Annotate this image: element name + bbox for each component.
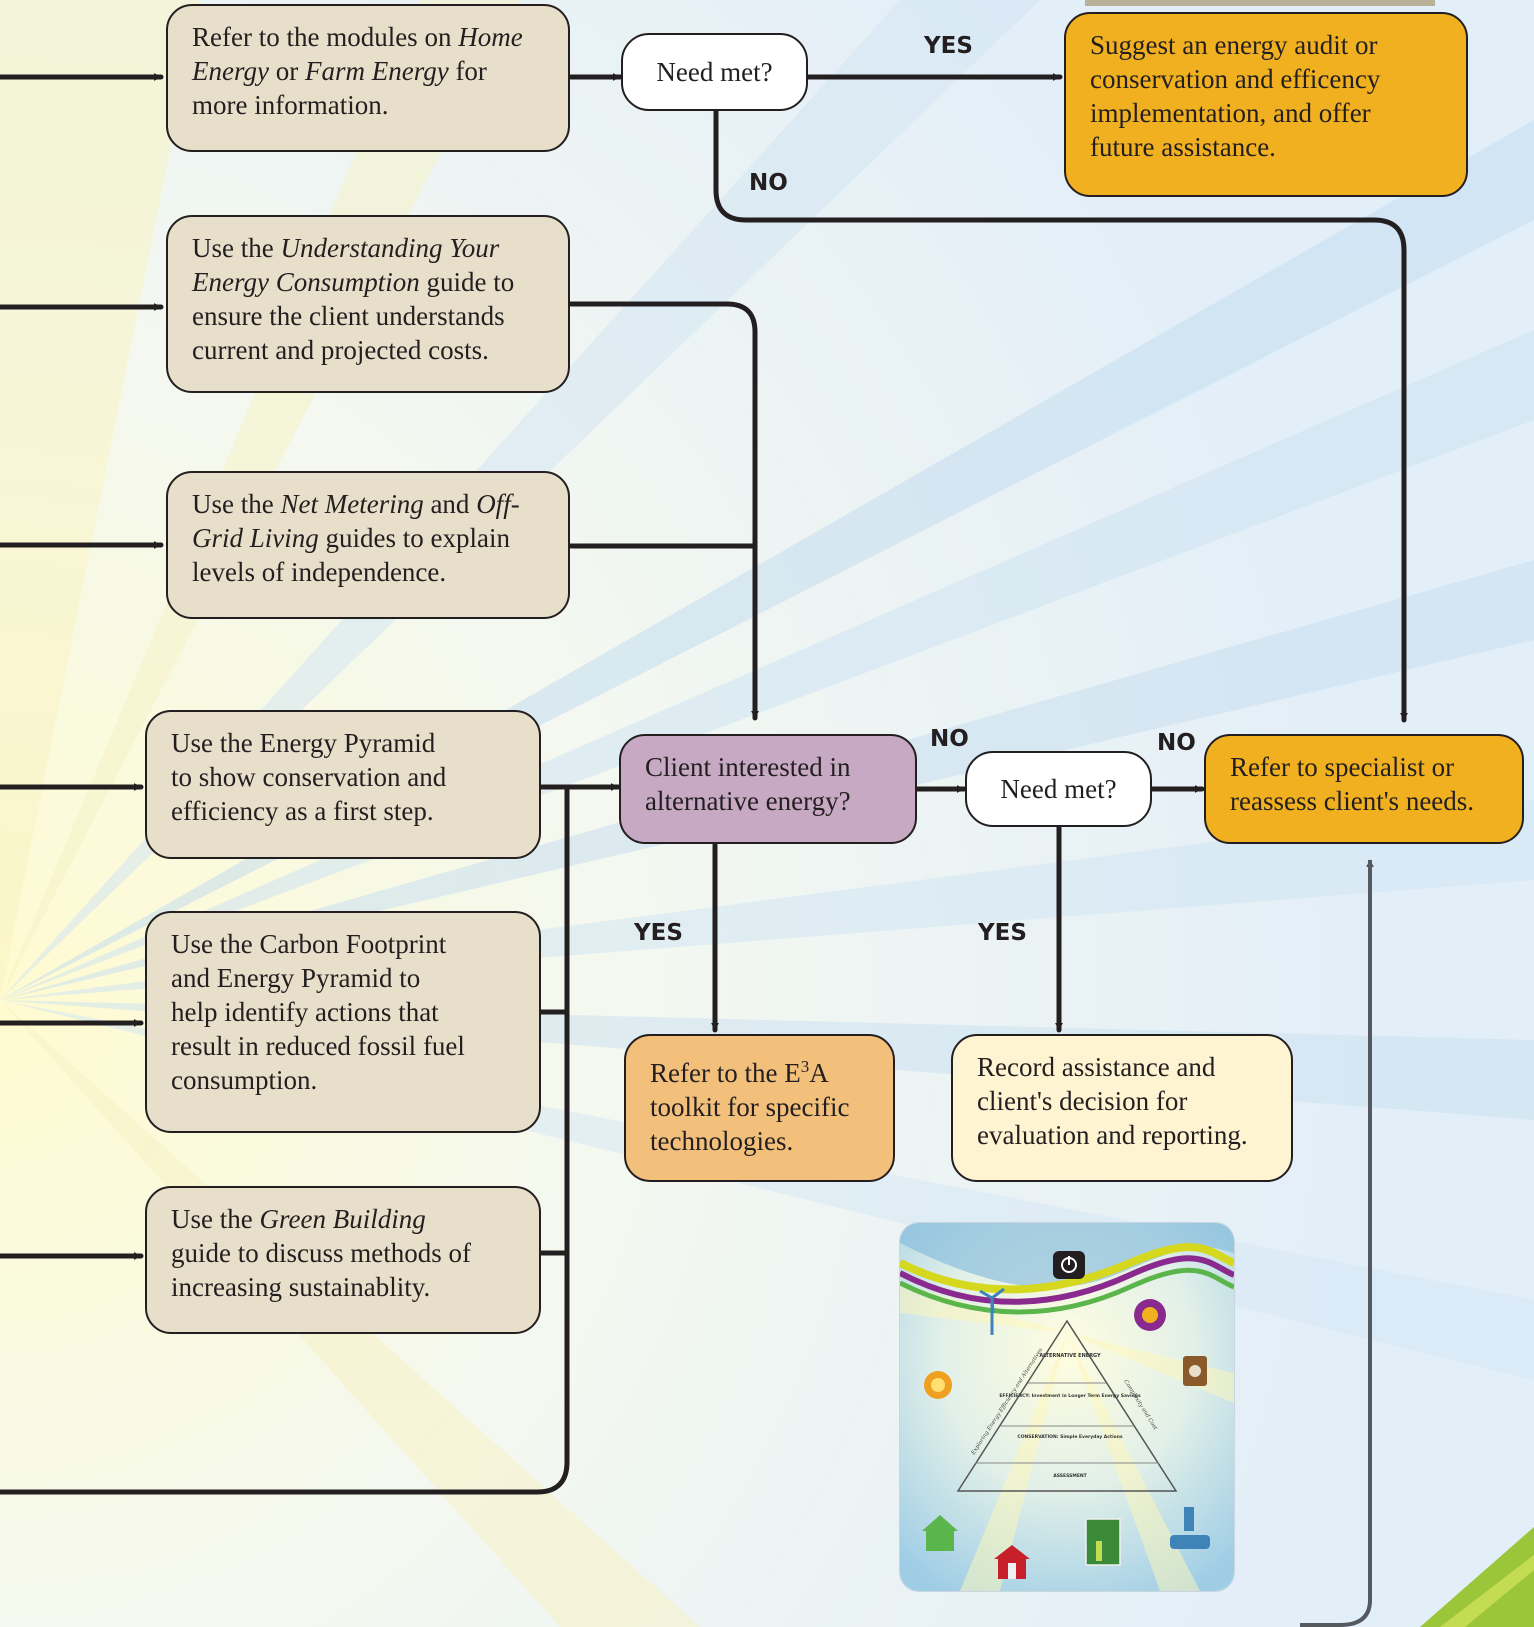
client-interested-decision: Client interested in alternative energy? xyxy=(619,734,917,844)
water-icon xyxy=(1170,1507,1210,1549)
text: for xyxy=(448,56,487,86)
apex-label: ALTERNATIVE ENERGY xyxy=(1039,1353,1101,1359)
carbon-footprint-box: Use the Carbon Footprint and Energy Pyra… xyxy=(145,911,541,1133)
energy-pyramid-box: Use the Energy Pyramid to show conservat… xyxy=(145,710,541,859)
refer-specialist-box: Refer to specialist or reassess client's… xyxy=(1204,734,1524,844)
need-met-top-decision: Need met? xyxy=(621,33,808,111)
text: consumption. xyxy=(171,1065,318,1095)
text: conservation and efficency xyxy=(1090,64,1381,94)
fuel-can-icon xyxy=(1183,1356,1207,1386)
text: Use the Carbon Footprint xyxy=(171,929,447,959)
no-label-needmet: NO xyxy=(1157,730,1196,756)
text: implementation, and offer xyxy=(1090,98,1371,128)
text-italic: Off- xyxy=(476,489,520,519)
text: efficiency as a first step. xyxy=(171,796,434,826)
text: A xyxy=(809,1058,829,1088)
text: Record assistance and xyxy=(977,1052,1216,1082)
energy-pyramid-thumbnail: ALTERNATIVE ENERGY EFFICIENCY: Investmen… xyxy=(899,1222,1235,1592)
assessment-label: ASSESSMENT xyxy=(1053,1473,1087,1479)
house-icon xyxy=(922,1515,958,1551)
net-metering-box: Use the Net Metering and Off- Grid Livin… xyxy=(166,471,570,619)
text: evaluation and reporting. xyxy=(977,1120,1248,1150)
energy-pyramid-thumbnail-graphic: ALTERNATIVE ENERGY EFFICIENCY: Investmen… xyxy=(900,1223,1234,1591)
yes-label-top: YES xyxy=(924,33,973,59)
text: result in reduced fossil fuel xyxy=(171,1031,465,1061)
toolkit-box: Refer to the E3A toolkit for specific te… xyxy=(624,1034,895,1182)
barn-icon xyxy=(994,1545,1030,1579)
text-italic: Green Building xyxy=(259,1204,426,1234)
text: guide to xyxy=(419,267,515,297)
superscript: 3 xyxy=(800,1057,810,1076)
text: ensure the client understands xyxy=(192,301,505,331)
record-assistance-box: Record assistance and client's decision … xyxy=(951,1034,1293,1182)
text: help identify actions that xyxy=(171,997,439,1027)
wind-turbine-icon xyxy=(979,1287,1005,1335)
consumption-guide-box: Use the Understanding Your Energy Consum… xyxy=(166,215,570,393)
text: client's decision for xyxy=(977,1086,1188,1116)
need-met-mid-decision: Need met? xyxy=(965,751,1152,827)
efficiency-label: EFFICIENCY: Investment in Longer Term En… xyxy=(999,1393,1141,1399)
text-italic: Farm Energy xyxy=(304,56,449,86)
text: Refer to the modules on xyxy=(192,22,459,52)
power-icon xyxy=(1053,1251,1085,1279)
text: technologies. xyxy=(650,1126,794,1156)
text: Use the xyxy=(171,1204,260,1234)
text: Use the Energy Pyramid xyxy=(171,728,436,758)
text: Client interested in xyxy=(645,752,851,782)
green-building-box: Use the Green Building guide to discuss … xyxy=(145,1186,541,1334)
text: Use the xyxy=(192,489,281,519)
text: Refer to the E xyxy=(650,1058,801,1088)
text: future assistance. xyxy=(1090,132,1276,162)
conservation-label: CONSERVATION: Simple Everyday Actions xyxy=(1017,1434,1123,1440)
sun-icon xyxy=(1134,1299,1166,1331)
text: increasing sustainablity. xyxy=(171,1272,431,1302)
text-italic: Energy xyxy=(192,56,269,86)
text-italic: Grid Living xyxy=(192,523,319,553)
text: guides to explain xyxy=(318,523,510,553)
text: guide to discuss methods of xyxy=(171,1238,471,1268)
yes-label-client: YES xyxy=(634,920,683,946)
text: current and projected costs. xyxy=(192,335,489,365)
text: or xyxy=(268,56,305,86)
text: toolkit for specific xyxy=(650,1092,850,1122)
text: to show conservation and xyxy=(171,762,447,792)
text: Refer to specialist or xyxy=(1230,752,1455,782)
text: reassess client's needs. xyxy=(1230,786,1475,816)
text: alternative energy? xyxy=(645,786,851,816)
need-met-mid-label: Need met? xyxy=(1000,773,1117,804)
text: Use the xyxy=(192,233,281,263)
text: more information. xyxy=(192,90,389,120)
text-italic: Net Metering xyxy=(280,489,424,519)
text: and Energy Pyramid to xyxy=(171,963,421,993)
text-italic: Understanding Your xyxy=(280,233,500,263)
modules-box: Refer to the modules on Home Energy or F… xyxy=(166,4,570,152)
suggest-audit-box: Suggest an energy audit or conservation … xyxy=(1064,12,1468,197)
solar-flame-icon xyxy=(924,1371,952,1399)
text: and xyxy=(423,489,477,519)
grain-bin-icon xyxy=(1085,1518,1121,1566)
text: Suggest an energy audit or xyxy=(1090,30,1378,60)
yes-label-needmet: YES xyxy=(978,920,1027,946)
text-italic: Energy Consumption xyxy=(192,267,420,297)
text-italic: Home xyxy=(458,22,523,52)
need-met-top-label: Need met? xyxy=(656,56,773,87)
text: levels of independence. xyxy=(192,557,447,587)
no-label-top: NO xyxy=(749,170,788,196)
no-label-client: NO xyxy=(930,726,969,752)
